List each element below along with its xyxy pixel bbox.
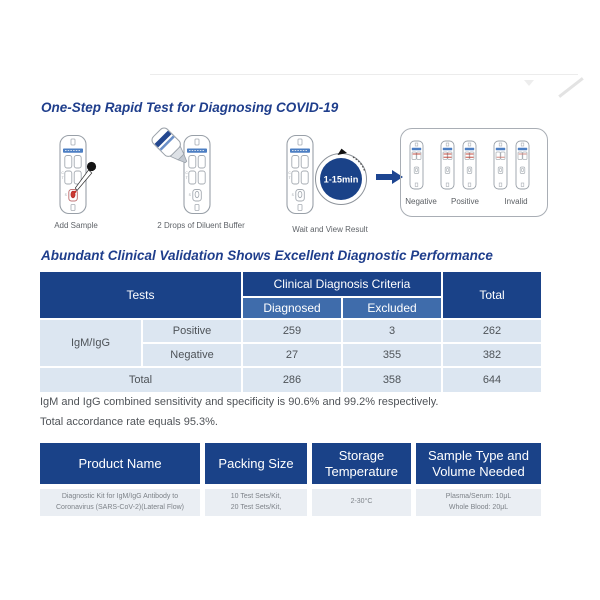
arrow-right-icon [376, 170, 403, 184]
timer-icon: 1-15min [315, 148, 367, 205]
product-col-header: Sample Type and Volume Needed [416, 443, 541, 484]
results-box: Negative Positive Invalid [400, 128, 548, 217]
timer-text: 1-15min [324, 175, 359, 185]
invalid-result-cassette-icon [493, 139, 508, 191]
pen-mark-icon [558, 77, 584, 98]
product-cell-storage: 2-30°C [312, 489, 411, 516]
col-header-excluded: Excluded [341, 296, 443, 320]
col-header-criteria: Clinical Diagnosis Criteria [241, 270, 443, 298]
cell-value: 644 [441, 366, 543, 394]
note-accordance: Total accordance rate equals 95.3%. [40, 416, 218, 428]
product-cell-packing: 10 Test Sets/Kit, 20 Test Sets/Kit, [205, 489, 307, 516]
result-label-invalid: Invalid [504, 197, 528, 206]
cell-value: 262 [441, 318, 543, 344]
row-label: Positive [141, 318, 243, 344]
cell-value: 3 [341, 318, 443, 344]
divider-line [150, 74, 578, 75]
result-label-positive: Positive [450, 197, 480, 206]
result-label-negative: Negative [405, 197, 437, 206]
product-col-header: Product Name [40, 443, 200, 484]
row-group-label: IgM/IgG [38, 318, 143, 368]
page-title: One-Step Rapid Test for Diagnosing COVID… [41, 100, 339, 115]
cell-value: 27 [241, 342, 343, 368]
cell-value: 382 [441, 342, 543, 368]
product-cell-name: Diagnostic Kit for IgM/IgG Antibody to C… [40, 489, 200, 516]
section-title-validation: Abundant Clinical Validation Shows Excel… [41, 248, 493, 263]
step-label-buffer: 2 Drops of Diluent Buffer [157, 221, 245, 230]
invalid-result-cassette-icon [515, 139, 530, 191]
note-sensitivity: IgM and IgG combined sensitivity and spe… [40, 396, 439, 408]
cell-value: 259 [241, 318, 343, 344]
add-sample-cassette-icon [59, 134, 97, 215]
product-col-header: Packing Size [205, 443, 307, 484]
col-header-total: Total [441, 270, 543, 320]
product-table: Product Name Packing Size Storage Temper… [40, 443, 541, 516]
total-row-label: Total [38, 366, 243, 394]
cell-value: 286 [241, 366, 343, 394]
col-header-tests: Tests [38, 270, 243, 320]
validation-table: Tests Clinical Diagnosis Criteria Total … [38, 270, 543, 394]
cell-value: 355 [341, 342, 443, 368]
buffer-bottle-icon [151, 127, 188, 164]
step-label-add-sample: Add Sample [54, 221, 98, 230]
cursor-mark-icon [524, 80, 534, 86]
product-cell-sample: Plasma/Serum: 10μL Whole Blood: 20μL [416, 489, 541, 516]
row-label: Negative [141, 342, 243, 368]
positive-result-cassette-icon [462, 139, 477, 191]
cell-value: 358 [341, 366, 443, 394]
negative-result-cassette-icon [409, 139, 424, 191]
positive-result-cassette-icon [440, 139, 455, 191]
product-col-header: Storage Temperature [312, 443, 411, 484]
col-header-diagnosed: Diagnosed [241, 296, 343, 320]
step-label-wait: Wait and View Result [292, 225, 368, 234]
